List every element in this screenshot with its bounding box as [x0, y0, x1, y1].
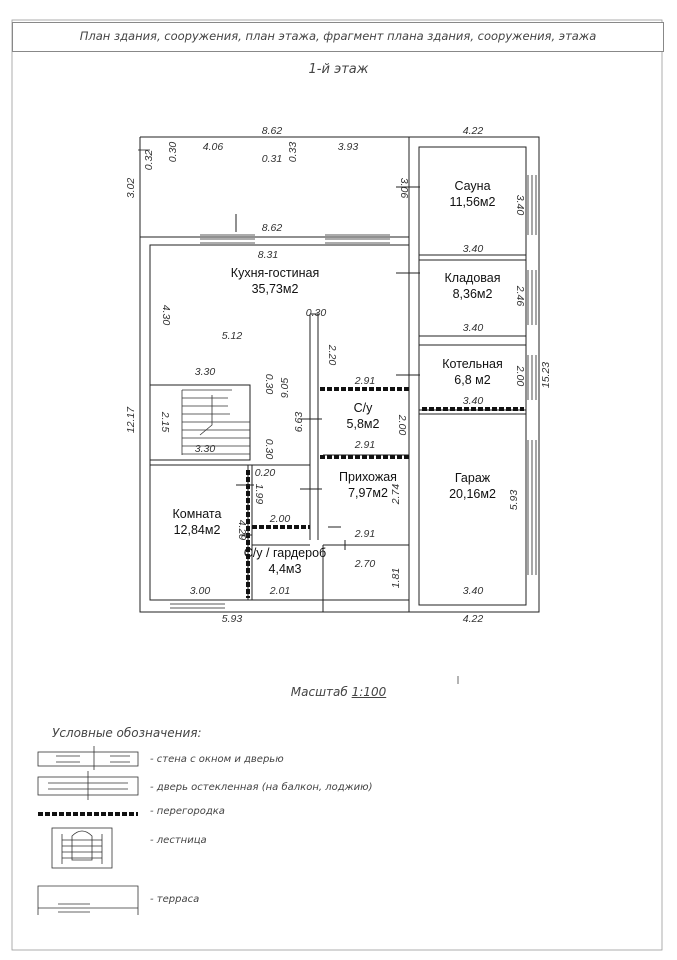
dim-2.00-kot: 2.00 [514, 365, 526, 387]
dim-2.15: 2.15 [159, 411, 171, 433]
dim-0.30-a: 0.30 [167, 142, 179, 163]
dim-2.00-b: 2.00 [269, 513, 291, 525]
dim-3.02: 3.02 [125, 178, 137, 199]
dim-0.33: 0.33 [287, 142, 299, 163]
room-name: Гараж [454, 471, 491, 485]
doors [235, 186, 420, 550]
dim-2.91-c: 2.91 [354, 528, 375, 540]
dim-2.74: 2.74 [390, 484, 402, 506]
dim-5.12: 5.12 [222, 330, 243, 342]
dim-4.06: 4.06 [203, 141, 224, 153]
legend-glazed-door: - дверь остекленная (на балкон, лоджию) [150, 782, 373, 793]
dim-2.70: 2.70 [354, 558, 376, 570]
legend-symbols [37, 746, 139, 915]
dimensions: 8.62 4.22 0.32 0.30 4.06 0.31 0.33 3.93 … [125, 125, 552, 625]
room-kitchen-living: Кухня-гостиная 35,73м2 [210, 265, 340, 297]
dim-3.40-d: 3.40 [463, 395, 484, 407]
room-area: 6,8 м2 [454, 373, 491, 387]
room-area: 35,73м2 [251, 282, 299, 296]
header-title: План здания, сооружения, план этажа, фра… [79, 29, 597, 43]
room-hallway: Прихожая 7,97м2 [328, 469, 408, 501]
dim-2.20: 2.20 [326, 344, 338, 366]
room-storage: Кладовая 8,36м2 [425, 270, 520, 302]
dim-2.01: 2.01 [269, 585, 290, 597]
room-area: 12,84м2 [173, 523, 221, 537]
dim-5.93-garage: 5.93 [508, 490, 520, 511]
room-bathroom-wardrobe: С/у / гардероб 4,4м3 [230, 545, 340, 577]
dim-3.40-c: 3.40 [463, 322, 484, 334]
dim-1.99: 1.99 [253, 484, 265, 505]
dim-3.93: 3.93 [338, 141, 359, 153]
dim-4.29: 4.29 [236, 520, 248, 541]
outer-walls [139, 136, 540, 613]
dim-0.30-c: 0.30 [263, 374, 275, 395]
dim-0.31: 0.31 [262, 153, 282, 165]
dim-4.22-bottom: 4.22 [463, 613, 484, 625]
scale-label: Масштаб 1:100 [0, 685, 677, 699]
room-name: Котельная [442, 357, 503, 371]
dim-3.40-e: 3.40 [463, 585, 484, 597]
dim-0.30-b: 0.30 [306, 307, 327, 319]
legend-wall-window-door: - стена с окном и дверью [150, 754, 284, 765]
sheet-frame [11, 19, 663, 951]
scale-text: Масштаб [290, 685, 348, 699]
dim-8.31: 8.31 [258, 249, 278, 261]
room-area: 7,97м2 [348, 486, 388, 500]
room-bedroom: Комната 12,84м2 [157, 506, 237, 538]
dim-2.91-b: 2.91 [354, 439, 375, 451]
legend-partition: - перегородка [150, 806, 225, 817]
staircase [181, 389, 250, 455]
windows [138, 149, 537, 609]
room-bathroom: С/у 5,8м2 [328, 400, 398, 432]
dim-8.62-mid: 8.62 [262, 222, 283, 234]
room-sauna: Сауна 11,56м2 [425, 178, 520, 210]
dim-3.00: 3.00 [190, 585, 211, 597]
dim-3.30-a: 3.30 [195, 366, 216, 378]
room-name: Кухня-гостиная [230, 266, 320, 280]
dim-5.93-bottom: 5.93 [222, 613, 243, 625]
legend-terrace: - терраса [150, 894, 200, 905]
inner-walls [149, 254, 526, 612]
scale-value: 1:100 [351, 685, 387, 699]
room-name: Кладовая [444, 271, 501, 285]
dim-0.30-d: 0.30 [263, 439, 275, 460]
room-name: Прихожая [339, 470, 397, 484]
dim-6.63: 6.63 [293, 412, 305, 433]
dim-1.81: 1.81 [390, 568, 402, 588]
dim-2.46: 2.46 [514, 285, 526, 307]
room-boiler: Котельная 6,8 м2 [425, 356, 520, 388]
room-name: С/у [353, 401, 373, 415]
dim-9.05: 9.05 [279, 378, 291, 399]
legend-staircase: - лестница [150, 835, 207, 846]
dim-2.00-su: 2.00 [396, 414, 408, 436]
floor-label: 1-й этаж [308, 62, 369, 77]
dim-12.17: 12.17 [125, 406, 137, 433]
dim-3.40-sauna: 3.40 [514, 195, 526, 216]
dim-3.06: 3.06 [398, 178, 410, 199]
partitions [246, 387, 524, 598]
dim-4.30: 4.30 [160, 305, 172, 326]
legend-title: Условные обозначения: [52, 726, 202, 740]
room-area: 5,8м2 [346, 417, 380, 431]
room-name: Комната [172, 507, 222, 521]
room-area: 11,56м2 [449, 195, 496, 209]
dim-3.40-b: 3.40 [463, 243, 484, 255]
room-name: С/у / гардероб [243, 546, 327, 560]
room-garage: Гараж 20,16м2 [425, 470, 520, 502]
dim-0.32: 0.32 [143, 150, 155, 171]
room-area: 4,4м3 [268, 562, 302, 576]
dim-8.62-top: 8.62 [262, 125, 283, 137]
room-area: 20,16м2 [449, 487, 496, 501]
dim-4.22-top: 4.22 [463, 125, 484, 137]
room-name: Сауна [454, 179, 491, 193]
dim-0.20: 0.20 [255, 467, 276, 479]
dim-2.91-a: 2.91 [354, 375, 375, 387]
room-area: 8,36м2 [452, 287, 493, 301]
dim-3.30-b: 3.30 [195, 443, 216, 455]
dim-15.23: 15.23 [540, 362, 552, 388]
header-box: План здания, сооружения, план этажа, фра… [12, 22, 664, 52]
